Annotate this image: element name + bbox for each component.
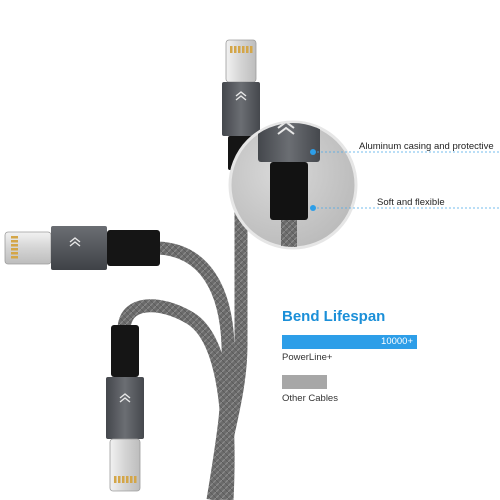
magnifier-lens-icon [228,120,358,250]
bar-other-label: Other Cables [282,393,338,404]
cable-left [157,241,235,500]
connector-bottom [106,325,144,492]
bar-other [282,375,327,389]
callout-casing-label: Aluminum casing and protective [359,141,494,152]
connector-left [4,226,160,270]
bar-powerline-label: PowerLine+ [282,352,333,363]
chart-title: Bend Lifespan [282,308,386,325]
callout-soft-label: Soft and flexible [377,197,445,208]
cable-bottom [117,299,235,500]
callout-lines [310,149,500,211]
brand-logo-icon [69,91,247,403]
bar-powerline-value: 10000+ [381,336,413,347]
bar-powerline: 10000+ [282,335,417,349]
